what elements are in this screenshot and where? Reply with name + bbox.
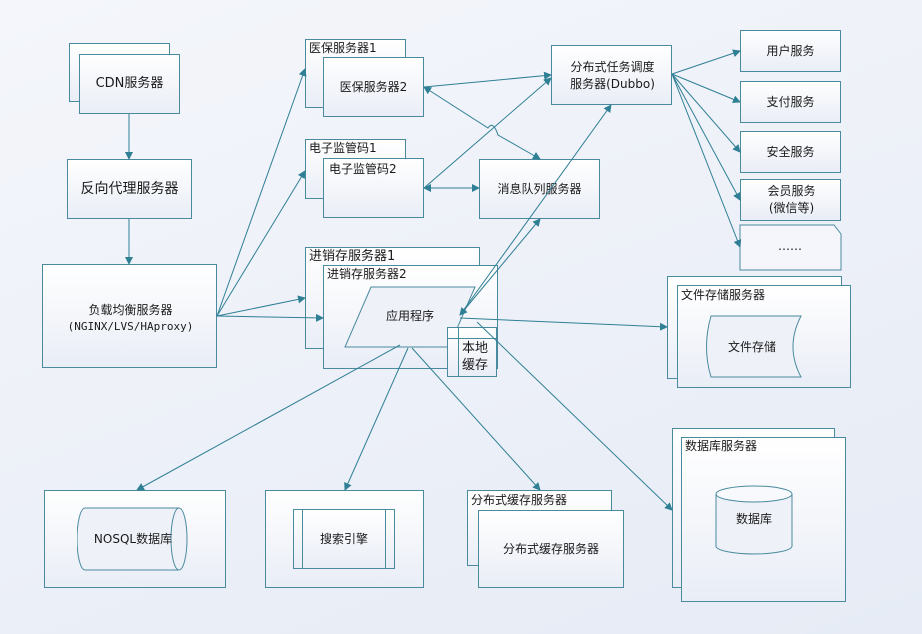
load-balancer-server: 负载均衡服务器 (NGINX/LVS/HAproxy) [42, 264, 217, 368]
medical-server-2-label: 医保服务器2 [339, 80, 408, 94]
arrow-scheduler-security [671, 73, 741, 153]
inventory-server-1-label: 进销存服务器1 [309, 249, 396, 264]
arrow-scheduler-pay [671, 73, 741, 104]
member-service-label-2: (微信等) [768, 201, 815, 215]
reverse-proxy-label: 反向代理服务器 [80, 181, 179, 197]
task-scheduler-label-1: 分布式任务调度 [570, 60, 655, 74]
cdn-server: CDN服务器 [79, 54, 180, 114]
load-balancer-sublabel: (NGINX/LVS/HAproxy) [67, 320, 194, 333]
arrow-lb-to-ecode [216, 170, 306, 317]
arrow-scheduler-member [671, 73, 741, 201]
ecode-server-1-label: 电子监管码1 [309, 141, 377, 155]
arrow-scheduler-more [671, 73, 742, 248]
application-program-label: 应用程序 [385, 309, 434, 323]
cdn-server-label: CDN服务器 [95, 76, 164, 91]
arrow-app-search [344, 347, 409, 491]
local-cache-label-2: 缓存 [462, 358, 489, 373]
message-queue-server: 消息队列服务器 [479, 159, 600, 219]
arrow-medical-mq [423, 86, 541, 160]
nosql-database-shape [77, 507, 188, 571]
more-services-label: …… [778, 239, 802, 253]
member-service: 会员服务 (微信等) [740, 179, 841, 221]
database-label: 数据库 [735, 512, 772, 526]
arrow-medical-to-scheduler [423, 71, 552, 88]
task-scheduler-server: 分布式任务调度 服务器(Dubbo) [551, 45, 672, 105]
file-storage-shape [706, 315, 802, 378]
search-engine-label: 搜索引擎 [319, 532, 368, 546]
arrow-app-database [476, 321, 673, 511]
nosql-label: NOSQL数据库 [93, 532, 173, 546]
database-server-label: 数据库服务器 [685, 439, 758, 453]
user-service-label: 用户服务 [766, 44, 815, 58]
user-service: 用户服务 [740, 30, 841, 72]
local-cache-label-1: 本地 [462, 341, 489, 356]
reverse-proxy-server: 反向代理服务器 [67, 159, 192, 219]
ecode-server-2-label: 电子监管码2 [329, 162, 397, 176]
load-balancer-label: 负载均衡服务器 [88, 303, 173, 317]
member-service-label-1: 会员服务 [767, 184, 816, 198]
distributed-cache-back-label: 分布式缓存服务器 [471, 493, 568, 507]
more-services-shape [739, 224, 842, 271]
arrow-lb-to-inventory1 [216, 295, 306, 317]
security-service-label: 安全服务 [766, 145, 815, 159]
medical-server-1-label: 医保服务器1 [309, 41, 377, 55]
local-cache: 本地 缓存 [447, 327, 497, 377]
inventory-server-2-label: 进销存服务器2 [327, 267, 407, 281]
message-queue-label: 消息队列服务器 [497, 182, 582, 196]
medical-server-2: 医保服务器2 [323, 57, 424, 117]
distributed-cache-label: 分布式缓存服务器 [502, 542, 599, 556]
payment-service: 支付服务 [740, 81, 841, 123]
security-service: 安全服务 [740, 131, 841, 173]
search-engine-shape: 搜索引擎 [293, 509, 395, 569]
distributed-cache-server: 分布式缓存服务器 [478, 510, 624, 588]
ecode-server-2: 电子监管码2 [323, 158, 424, 218]
payment-service-label: 支付服务 [766, 95, 815, 109]
file-storage-label: 文件存储 [727, 340, 776, 354]
file-storage-server-label: 文件存储服务器 [681, 288, 766, 302]
arrow-lb-to-medical [216, 68, 307, 317]
task-scheduler-label-2: 服务器(Dubbo) [570, 77, 655, 91]
arrow-scheduler-user [671, 49, 741, 75]
database-icon [715, 485, 793, 555]
